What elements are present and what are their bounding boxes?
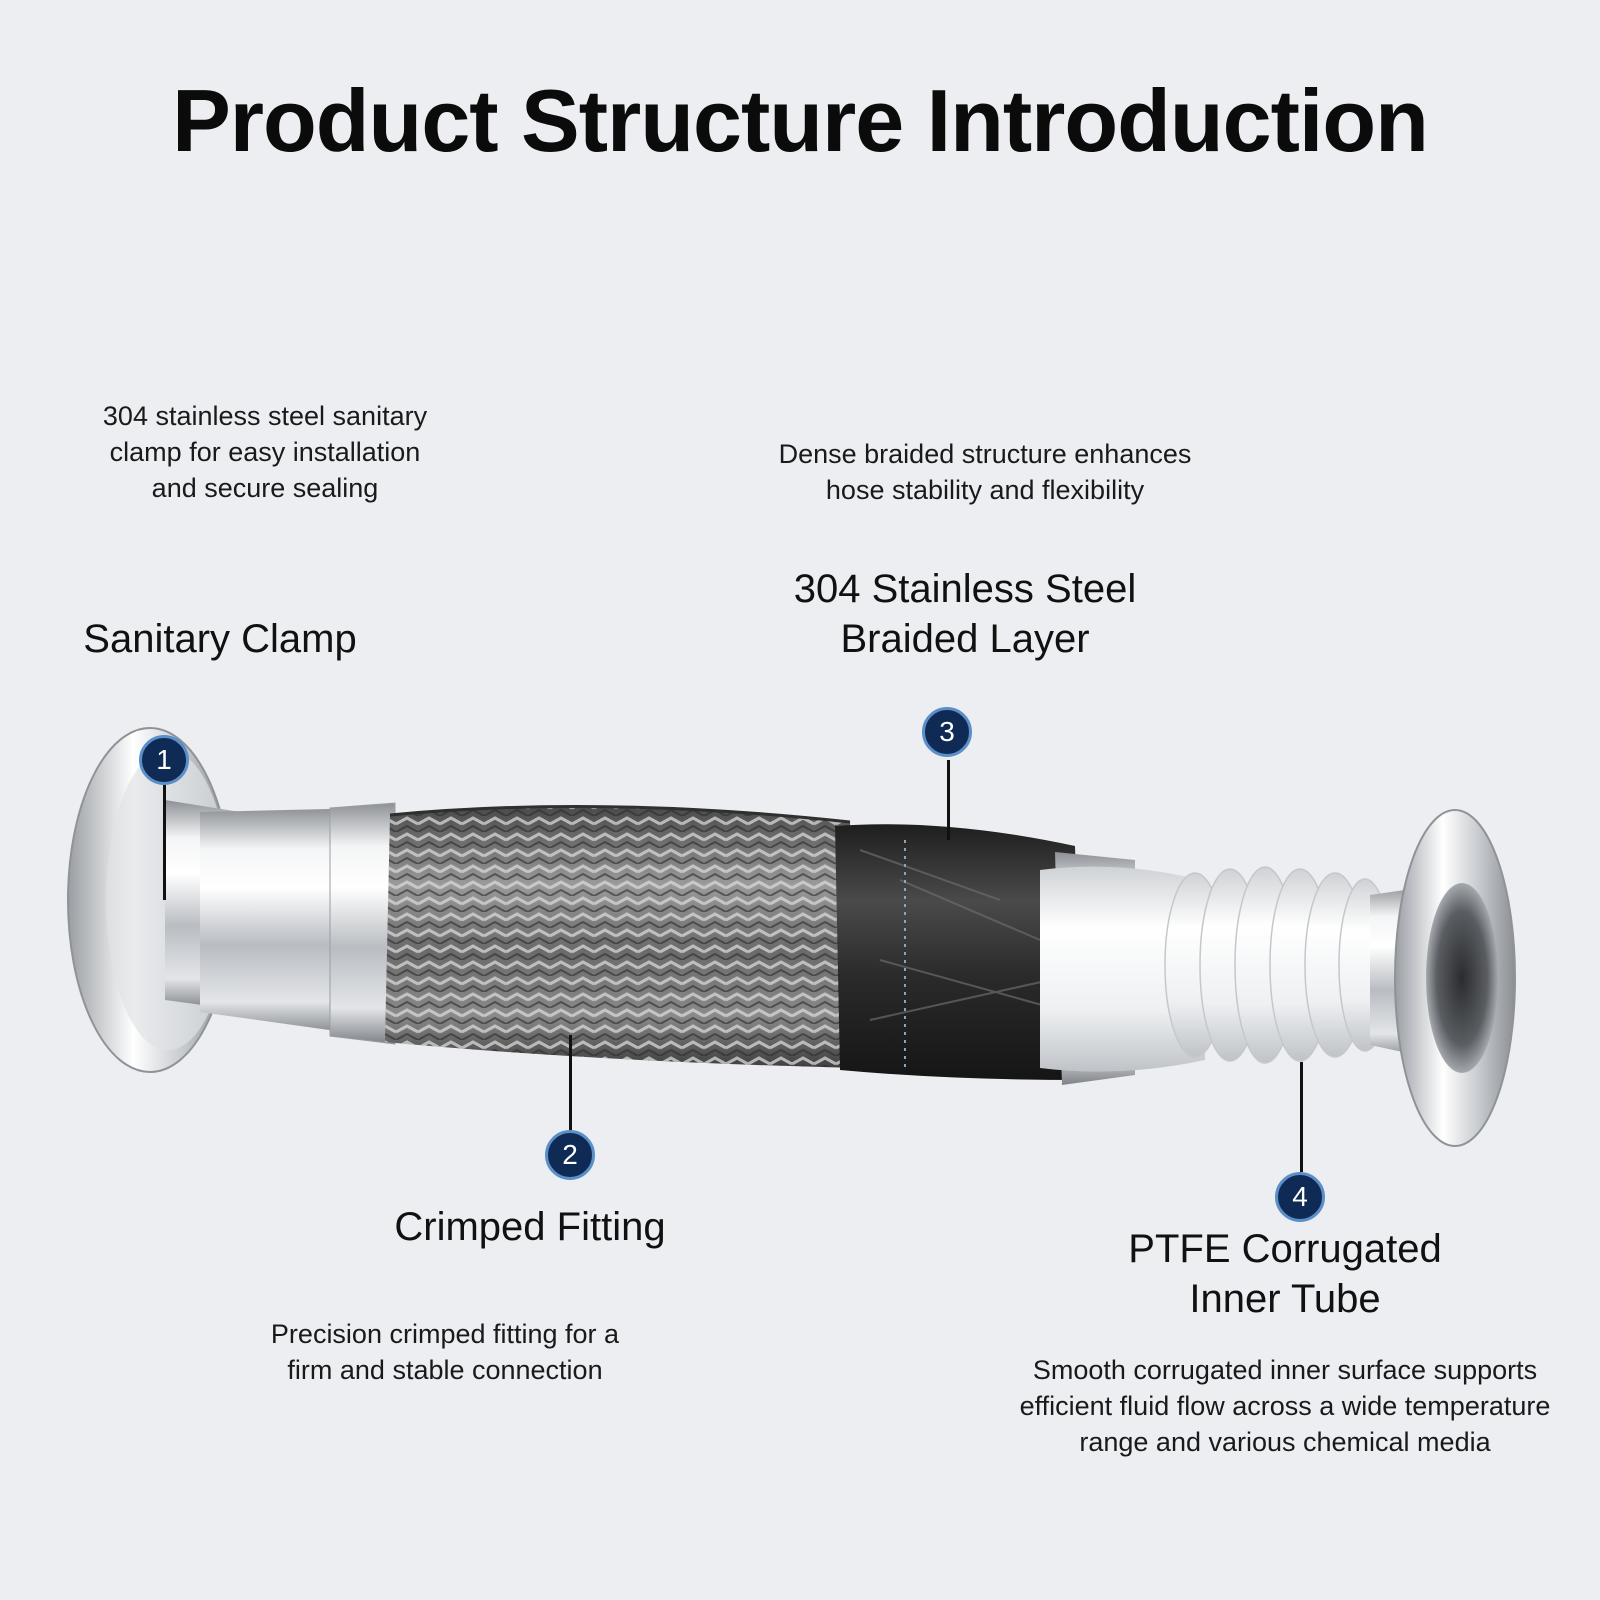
component-1-heading: Sanitary Clamp	[83, 617, 357, 661]
component-3-marker: 3	[922, 707, 972, 757]
component-4-leader-line	[1300, 1062, 1303, 1172]
component-4-description: Smooth corrugated inner surface supports…	[1019, 1355, 1551, 1457]
component-2-leader-line	[569, 1035, 572, 1135]
component-2-marker: 2	[545, 1130, 595, 1180]
page-title: Product Structure Introduction	[172, 71, 1429, 170]
component-4-marker: 4	[1275, 1172, 1325, 1222]
component-2-heading: Crimped Fitting	[394, 1205, 666, 1249]
component-3-leader-line	[947, 760, 950, 840]
component-1-marker: 1	[139, 735, 189, 785]
component-1-leader-line	[163, 765, 166, 900]
component-1-description: 304 stainless steel sanitary clamp for e…	[102, 401, 428, 503]
component-3-heading: 304 Stainless Steel Braided Layer	[793, 567, 1137, 661]
component-4-heading: PTFE Corrugated Inner Tube	[1128, 1227, 1442, 1321]
component-2-description: Precision crimped fitting for a firm and…	[270, 1319, 620, 1385]
component-3-description: Dense braided structure enhances hose st…	[778, 439, 1192, 505]
